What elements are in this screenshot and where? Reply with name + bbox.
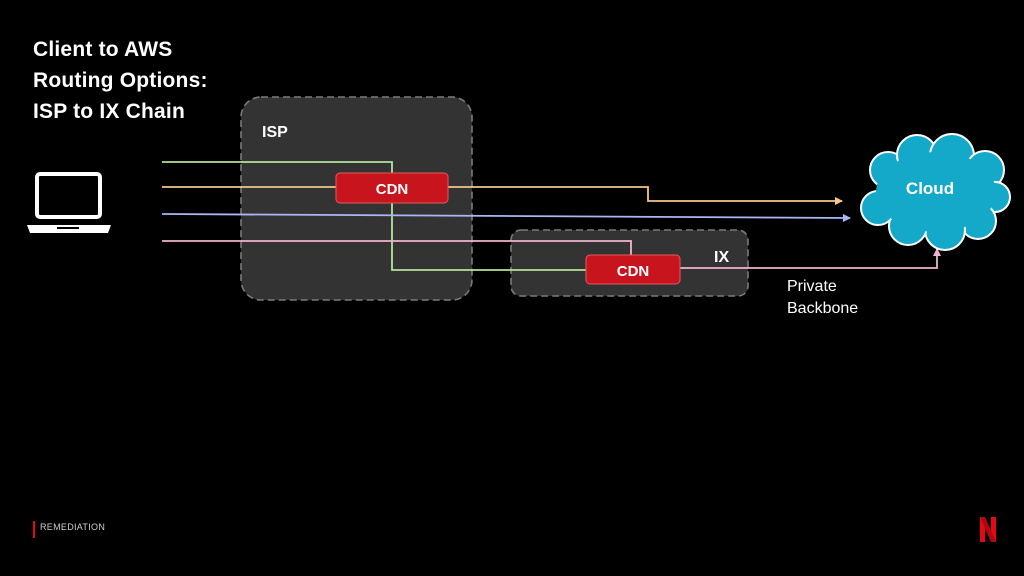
footer-section-label: REMEDIATION (40, 522, 106, 532)
private-backbone-line-1: Private (787, 278, 837, 295)
pink-route-line (162, 240, 632, 256)
private-backbone-line-2: Backbone (787, 300, 858, 317)
orange-route-line-to-cloud (448, 186, 843, 205)
title-line-2: Routing Options: (33, 69, 208, 92)
cdn-isp-node: CDN (335, 172, 449, 204)
blue-route-line (161, 213, 851, 222)
laptop-icon (27, 172, 111, 233)
cloud-icon: Cloud (860, 133, 1011, 251)
cdn-ix-label: CDN (617, 263, 650, 280)
isp-label: ISP (262, 124, 288, 141)
netflix-logo-icon (980, 517, 996, 542)
page-title: Client to AWS Routing Options: ISP to IX… (33, 34, 293, 127)
cdn-ix-node: CDN (585, 254, 681, 285)
private-backbone-label: Private Backbone (787, 278, 858, 317)
pink-route-backbone-line (680, 248, 941, 269)
title-line-3: ISP to IX Chain (33, 100, 185, 123)
ix-label: IX (714, 249, 729, 266)
title-line-1: Client to AWS (33, 38, 173, 61)
footer-accent-bar (33, 521, 35, 538)
cdn-isp-label: CDN (376, 181, 409, 198)
cloud-label: Cloud (906, 179, 954, 198)
